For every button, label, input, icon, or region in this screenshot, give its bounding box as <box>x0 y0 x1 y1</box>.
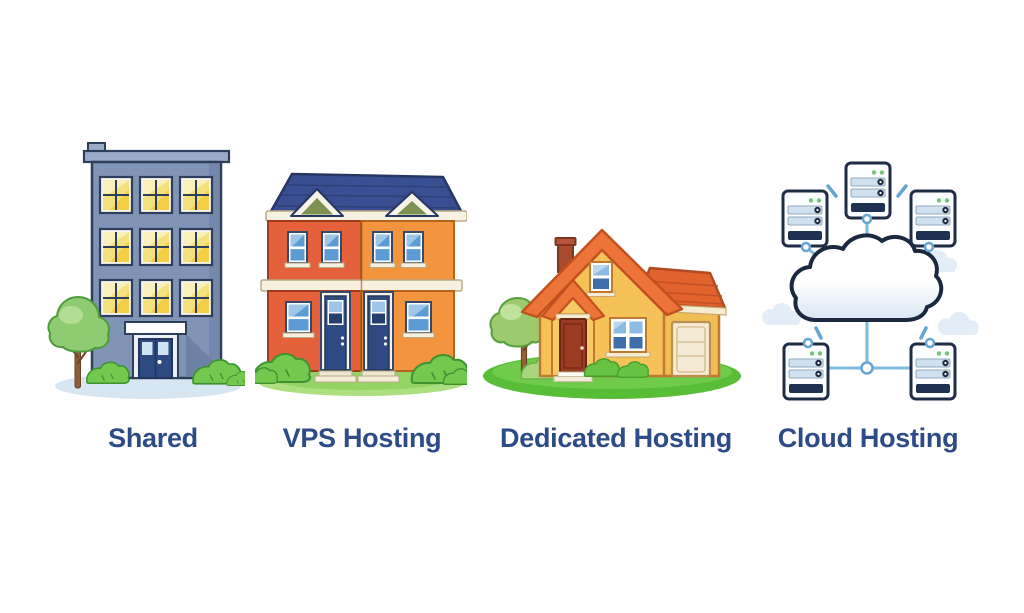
dormer-left <box>290 188 344 217</box>
apartment-building <box>82 142 231 380</box>
window <box>318 231 345 269</box>
window <box>98 227 134 267</box>
front-window <box>605 317 651 358</box>
front-bushes <box>583 358 650 378</box>
tree-highlight <box>59 306 83 324</box>
roof-cornice <box>82 149 231 164</box>
network-node <box>860 361 874 375</box>
apartment-building-illustration <box>47 142 245 399</box>
left-unit-upper-wall <box>267 220 362 282</box>
window-grid <box>98 175 214 318</box>
window <box>284 231 311 269</box>
window <box>138 227 174 267</box>
bushes <box>255 353 467 385</box>
garage-door <box>670 320 712 378</box>
door-canopy <box>124 321 187 335</box>
window <box>178 278 214 318</box>
single-house-illustration <box>483 228 741 399</box>
server <box>909 342 957 401</box>
label-cloud-hosting: Cloud Hosting <box>777 423 959 453</box>
server <box>844 161 892 220</box>
attic-window <box>586 261 616 297</box>
server <box>909 189 957 248</box>
left-unit-door <box>320 291 351 371</box>
window <box>98 278 134 318</box>
window <box>98 175 134 215</box>
server <box>781 189 829 248</box>
window <box>138 175 174 215</box>
dormer-right <box>385 191 439 217</box>
main-roof <box>520 228 684 319</box>
entrance <box>124 321 187 379</box>
window <box>138 278 174 318</box>
tree-highlight <box>500 304 522 320</box>
door-steps <box>314 370 357 383</box>
door-pane <box>158 342 169 355</box>
cloud-servers-illustration <box>762 161 980 401</box>
door-pane <box>142 342 153 355</box>
duplex-house-illustration <box>255 172 467 396</box>
window <box>178 227 214 267</box>
porch <box>540 278 606 382</box>
porch-roof <box>540 278 606 322</box>
door-step <box>553 376 593 382</box>
label-shared: Shared <box>108 423 198 453</box>
tree <box>47 296 110 389</box>
window <box>369 231 396 269</box>
window <box>400 231 427 269</box>
window <box>178 175 214 215</box>
connector-dashes <box>814 184 928 340</box>
label-dedicated-hosting: Dedicated Hosting <box>500 423 732 453</box>
server <box>782 342 830 401</box>
right-unit-door <box>363 291 394 371</box>
door-steps <box>357 370 400 383</box>
cloud <box>789 233 944 322</box>
wall-shade <box>209 164 219 376</box>
window <box>402 301 435 339</box>
label-vps-hosting: VPS Hosting <box>282 423 442 453</box>
door-handle <box>157 360 162 364</box>
door-handle <box>580 346 584 350</box>
server-ports <box>800 213 936 349</box>
background-cloud <box>938 311 980 335</box>
window <box>282 301 315 339</box>
